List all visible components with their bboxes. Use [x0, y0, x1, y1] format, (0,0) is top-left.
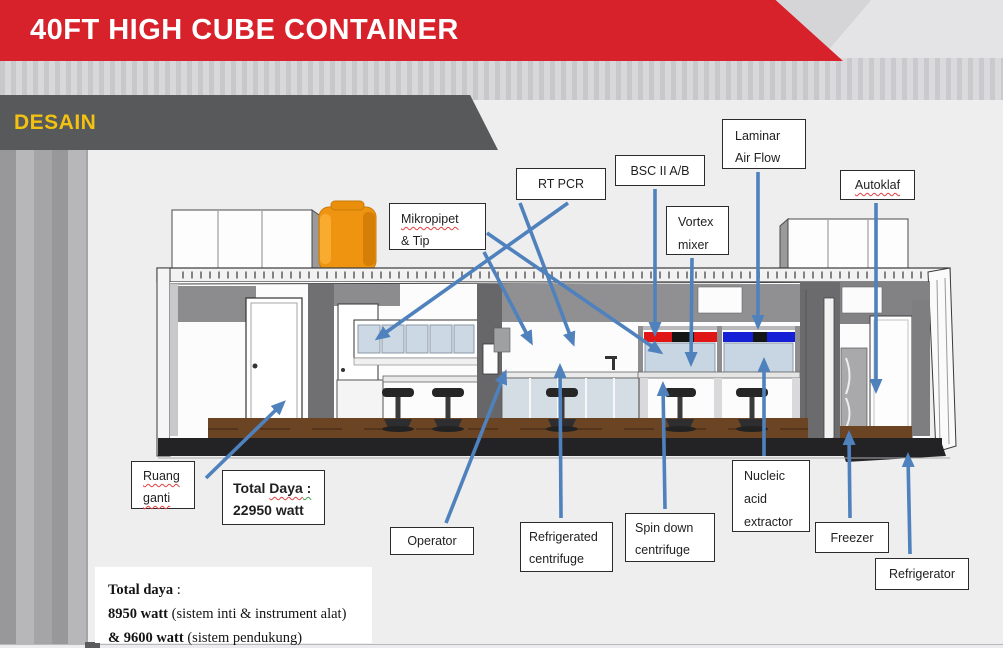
- container-wall-texture: [0, 58, 1003, 100]
- callout-text: Autoklaf: [854, 178, 901, 192]
- arrow-refrigerator: [901, 452, 915, 555]
- callout-text: extractor: [744, 515, 793, 529]
- callout-text: RT PCR: [537, 177, 585, 191]
- arrow-vortex-mixer: [684, 257, 698, 367]
- callout-text: Total: [233, 480, 270, 496]
- arrow-mikropipet-1: [485, 231, 664, 355]
- power-text: & 9600 watt: [108, 630, 184, 646]
- container-floor: [158, 418, 950, 462]
- power-line-2: 8950 watt (sistem inti & instrument alat…: [108, 602, 372, 626]
- callout-text: Nucleic: [744, 469, 785, 483]
- arrow-rtpcr-1: [518, 202, 576, 347]
- section-label: DESAIN: [14, 111, 97, 134]
- arrow-spin-down-centrifuge: [656, 381, 670, 510]
- callout-arrows: [204, 172, 915, 555]
- callout-vortex-mixer: Vortex mixer: [666, 206, 729, 255]
- callout-text: ganti: [143, 491, 171, 505]
- callout-text: Refrigerated: [529, 530, 598, 544]
- photo-fragment: [85, 642, 100, 648]
- rooftop-water-tank: [318, 200, 377, 272]
- callout-spin-down-centrifuge: Spin down centrifuge: [625, 513, 715, 562]
- callout-freezer: Freezer: [815, 522, 889, 553]
- callout-text: mixer: [678, 238, 709, 252]
- callout-text: Mikropipet: [401, 212, 459, 226]
- power-text: 8950 watt: [108, 606, 169, 622]
- title-banner: 40FT HIGH CUBE CONTAINER: [0, 0, 843, 61]
- callout-text: Spin down: [635, 521, 694, 535]
- callout-nucleic-acid-extractor: Nucleic acid extractor: [732, 460, 810, 532]
- page-title: 40FT HIGH CUBE CONTAINER: [30, 14, 459, 46]
- callout-rt-pcr: RT PCR: [516, 168, 606, 200]
- callout-text: Refrigerator: [889, 567, 955, 581]
- callout-text: :: [302, 480, 312, 496]
- callout-text: Laminar: [735, 129, 781, 143]
- room-middle-lab: [336, 319, 481, 429]
- callout-autoklaf: Autoklaf: [840, 170, 915, 200]
- callout-text: Total Daya :: [233, 477, 324, 499]
- callout-mikropipet: Mikropipet & Tip: [389, 203, 486, 250]
- callout-text: acid: [744, 492, 767, 506]
- callout-text: Ruang: [143, 469, 180, 483]
- callout-text: Freezer: [830, 530, 874, 545]
- callout-text: Vortex: [678, 215, 714, 229]
- callout-refrigerated-centrifuge: Refrigerated centrifuge: [520, 522, 613, 572]
- arrow-mikropipet-2: [482, 251, 533, 346]
- callout-text: BSC II A/B: [630, 163, 690, 178]
- arrow-ruang-ganti: [204, 400, 286, 480]
- arrow-freezer: [842, 430, 856, 519]
- callout-text: 22950 watt: [233, 502, 304, 518]
- arrow-rtpcr-2: [374, 201, 570, 341]
- callout-ruang-ganti: Ruang ganti: [131, 461, 195, 509]
- callout-text: centrifuge: [635, 543, 690, 557]
- power-line-3: & 9600 watt (sistem pendukung): [108, 626, 372, 648]
- callout-total-daya: Total Daya : 22950 watt: [222, 470, 325, 525]
- bottom-edge-strip: [0, 644, 1003, 648]
- power-summary-note: Total daya : 8950 watt (sistem inti & in…: [95, 567, 372, 646]
- room-right: [800, 282, 930, 441]
- rooftop-ac-unit-left: [171, 209, 333, 271]
- callout-text: & Tip: [401, 234, 430, 248]
- callout-refrigerator: Refrigerator: [875, 558, 969, 590]
- power-text: (sistem pendukung): [183, 630, 303, 646]
- sink-faucet: [612, 356, 615, 370]
- callout-laminar-air-flow: Laminar Air Flow: [722, 119, 806, 169]
- power-text: Total daya: [108, 582, 174, 598]
- freezer-unit: [840, 347, 868, 437]
- callout-text: centrifuge: [529, 552, 584, 566]
- arrow-operator: [444, 369, 508, 524]
- callout-text: Daya: [269, 480, 303, 496]
- left-photo-strip: [0, 150, 88, 644]
- arrow-refrigerated-centrifuge: [553, 363, 567, 519]
- callout-bsc: BSC II A/B: [615, 155, 705, 186]
- power-text: :: [173, 582, 181, 598]
- callout-text: Air Flow: [735, 151, 781, 165]
- power-text: (sistem inti & instrument alat): [168, 606, 347, 622]
- power-line-1: Total daya :: [108, 578, 372, 602]
- section-banner: DESAIN: [0, 95, 498, 150]
- callout-text: Operator: [407, 534, 457, 548]
- callout-operator: Operator: [390, 527, 474, 555]
